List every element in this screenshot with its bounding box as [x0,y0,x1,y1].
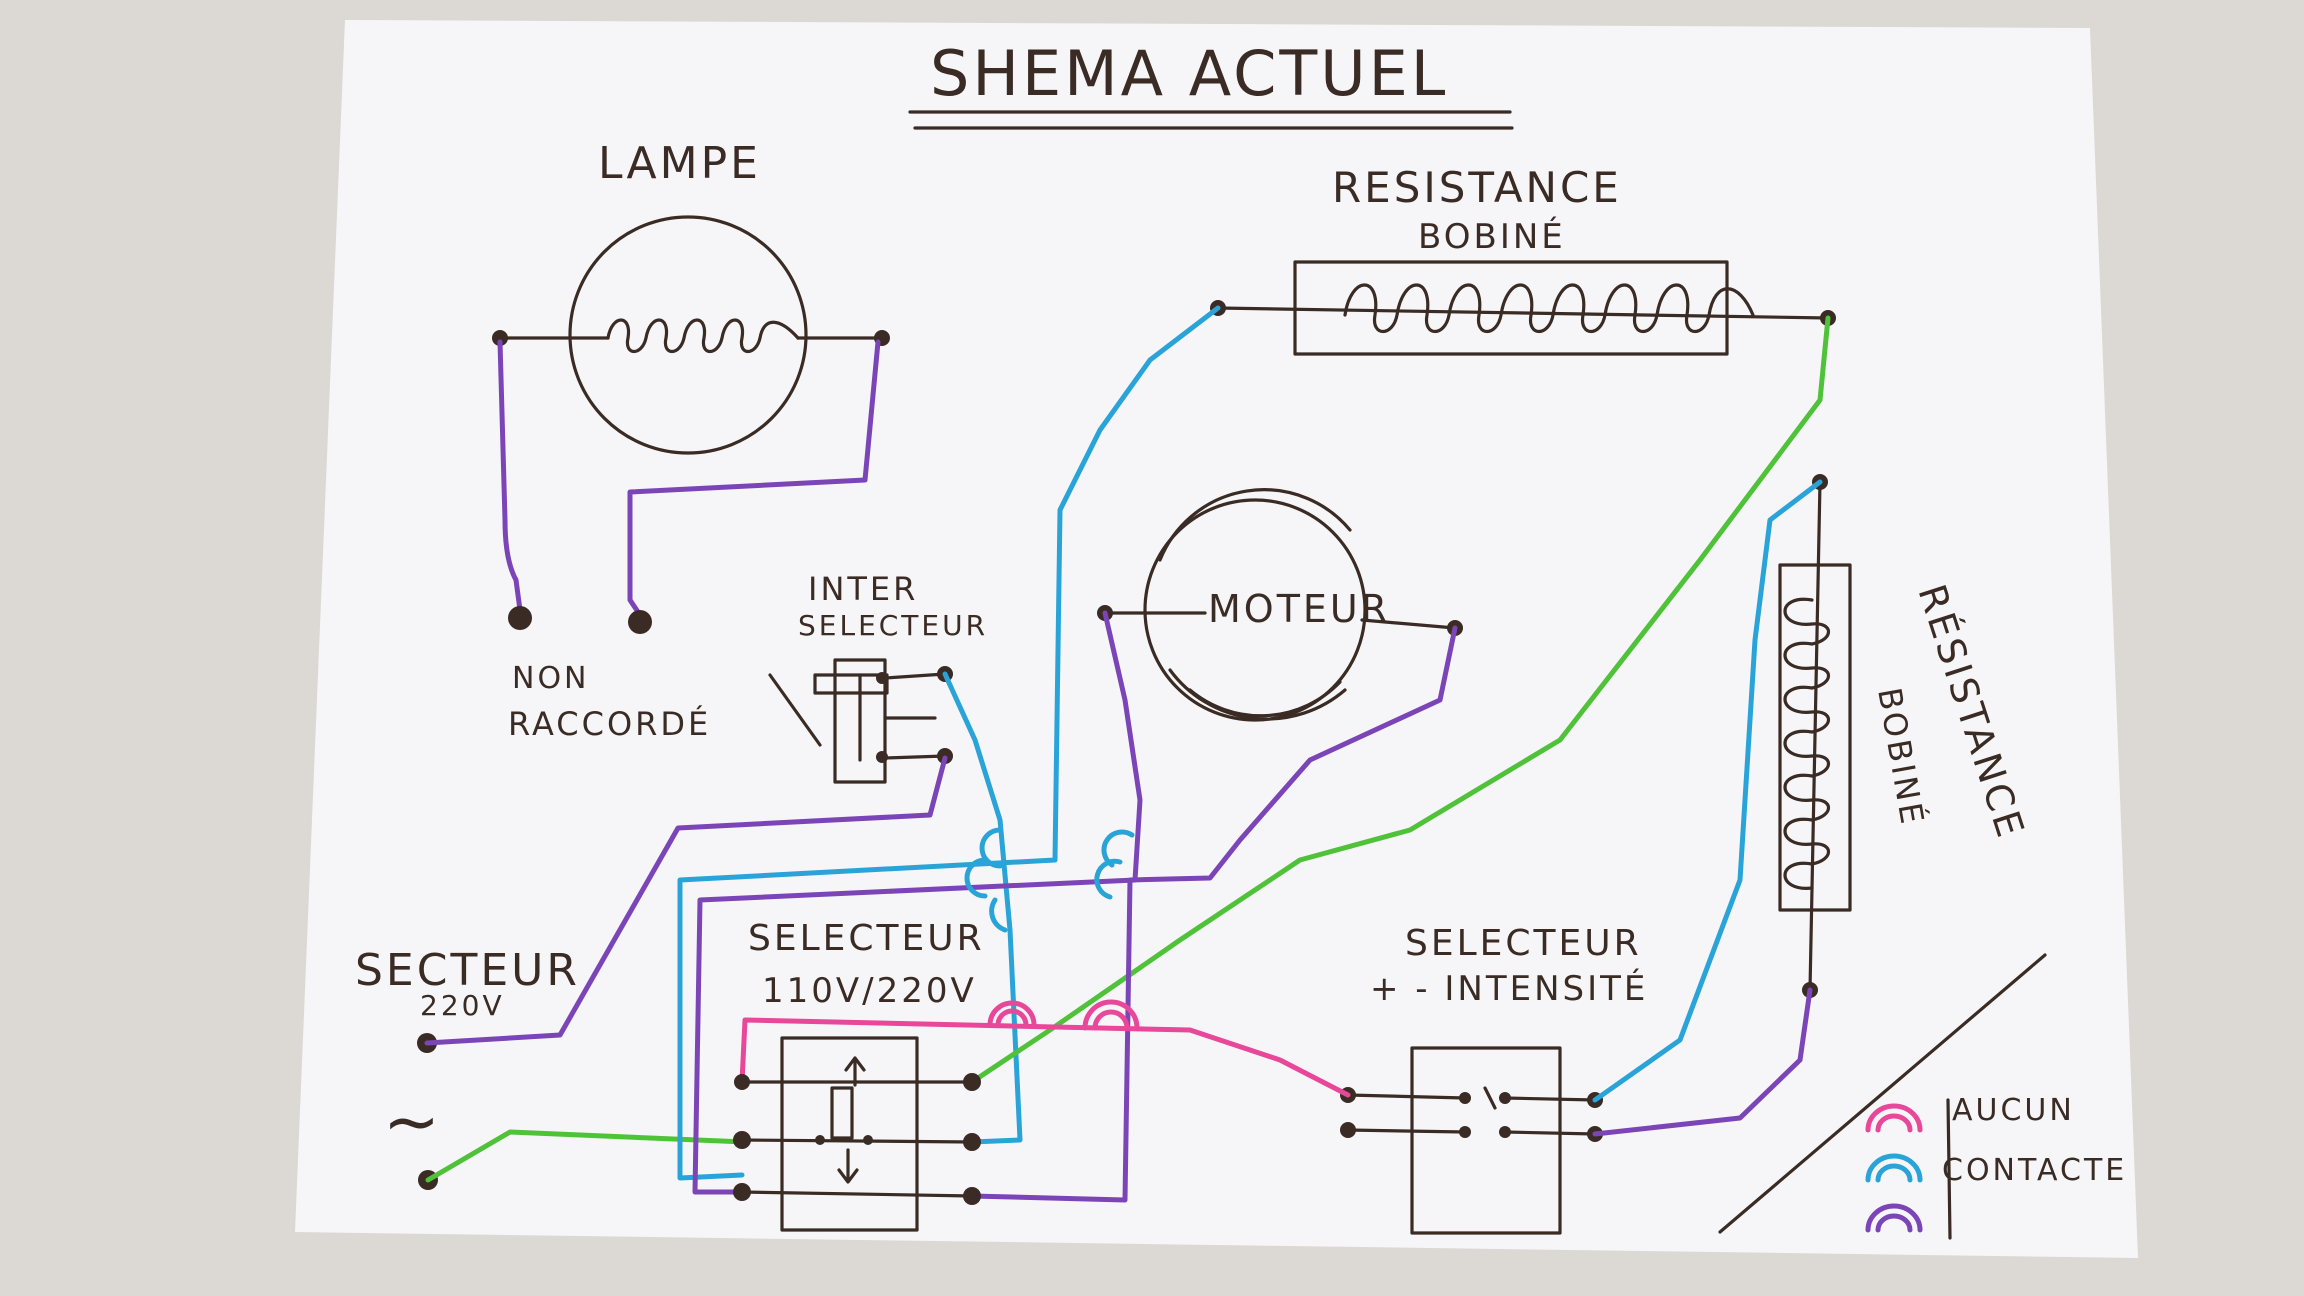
intensity-selector-label-1: SELECTEUR [1405,923,1642,964]
wire-pink [739,1017,1351,1098]
resistance-top-label-1: RESISTANCE [1332,163,1622,212]
mains: SECTEUR 220V ~ [355,945,580,1190]
intensity-selector-label-2: + - INTENSITÉ [1370,968,1648,1009]
lamp-not-connected-2: RACCORDÉ [508,705,711,743]
intensity-selector: SELECTEUR + - INTENSITÉ [1340,923,1648,1235]
voltage-selector: SELECTEUR 110V/220V [740,918,985,1232]
resistance-top-label-2: BOBINÉ [1418,216,1566,257]
motor: MOTEUR [1097,488,1463,722]
resistance-top: RESISTANCE BOBINÉ [1210,163,1836,356]
motor-label: MOTEUR [1208,587,1390,631]
crossover-blue-1 [964,827,1008,933]
lamp: LAMPE NON RACCORDÉ [492,138,890,743]
resistance-top-coil-icon [1343,283,1755,333]
wire-blue-resistance [677,305,1221,1181]
legend-divider [1718,953,2047,1234]
wire-lamp-right [627,339,881,618]
wire-lamp-left [497,339,523,613]
lamp-filament-icon [606,318,800,354]
resistance-right-coil-icon [1783,597,1831,890]
wire-blue-intensity [1592,479,1823,1103]
voltage-selector-label-1: SELECTEUR [748,918,985,959]
inter-selector-label-2: SELECTEUR [798,609,988,642]
wire-motor-right [969,625,1458,1203]
resistance-right-body [1778,563,1852,912]
wire-blue-inter [942,671,1023,1145]
lamp-bulb [568,215,808,455]
legend-purple-bump-icon [1865,1203,1923,1233]
wire-mains-green [425,1129,748,1183]
lamp-terminal-left [492,330,508,346]
ac-symbol-icon: ~ [383,1083,443,1162]
diagram-title: SHEMA ACTUEL [930,37,1448,110]
inter-selector-body [833,658,887,784]
paper-sheet [295,20,2138,1258]
wire-purple-intensity [1592,987,1813,1137]
mains-label-1: SECTEUR [355,945,580,996]
voltage-selector-body [780,1036,919,1232]
inter-selector-label-1: INTER [808,570,918,608]
intensity-selector-body [1410,1046,1562,1235]
legend-text-1: AUCUN [1952,1093,2075,1128]
legend: AUCUN CONTACTE [1718,953,2127,1240]
lamp-label: LAMPE [598,138,761,189]
wire-mains-purple [424,755,948,1046]
inter-selector: INTER SELECTEUR [768,570,988,784]
voltage-selector-label-2: 110V/220V [762,971,977,1011]
legend-text-2: CONTACTE [1942,1153,2127,1188]
lamp-not-connected-1: NON [512,661,590,696]
crossover-blue-2 [1094,829,1135,900]
crossover-pink-2 [1082,999,1140,1031]
wire-green-resistance [969,315,1831,1085]
mains-label-2: 220V [420,989,505,1022]
legend-blue-bump-icon [1865,1153,1923,1183]
crossover-pink-1 [987,1000,1037,1028]
legend-pink-bump-icon [1865,1103,1923,1133]
